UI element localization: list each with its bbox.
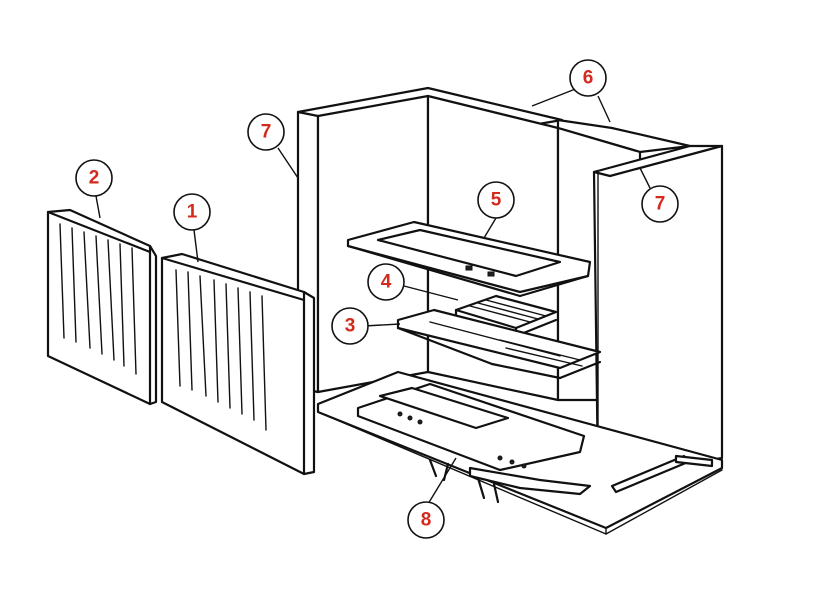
callout-3-label: 3 bbox=[345, 316, 356, 337]
callout-4-label: 4 bbox=[381, 272, 392, 293]
callout-1: 1 bbox=[173, 193, 211, 231]
front-panel-part-1 bbox=[160, 252, 316, 476]
grate-base-part-8 bbox=[356, 382, 592, 504]
callout-2: 2 bbox=[75, 159, 113, 197]
back-panel-right-top bbox=[556, 118, 692, 154]
callout-7-right-label: 7 bbox=[655, 194, 666, 215]
leader-lines bbox=[95, 87, 651, 505]
callout-6: 6 bbox=[569, 59, 607, 97]
upper-grate-part-4 bbox=[454, 294, 558, 338]
callout-8-label: 8 bbox=[421, 510, 432, 531]
callout-7-left: 7 bbox=[247, 113, 285, 151]
baffle-frame-part-5 bbox=[346, 220, 592, 298]
callout-2-label: 2 bbox=[89, 168, 100, 189]
callout-4: 4 bbox=[367, 263, 405, 301]
callout-7-right: 7 bbox=[641, 185, 679, 223]
callout-5: 5 bbox=[477, 181, 515, 219]
lower-grate-part-3 bbox=[396, 308, 602, 380]
callout-3: 3 bbox=[331, 307, 369, 345]
callout-8: 8 bbox=[407, 501, 445, 539]
callout-6-label: 6 bbox=[583, 68, 594, 89]
side-panel-right-top bbox=[592, 144, 724, 178]
callout-5-label: 5 bbox=[491, 190, 502, 211]
callout-1-label: 1 bbox=[187, 202, 198, 223]
callout-7-left-label: 7 bbox=[261, 122, 272, 143]
side-panel-part-2 bbox=[46, 208, 158, 406]
